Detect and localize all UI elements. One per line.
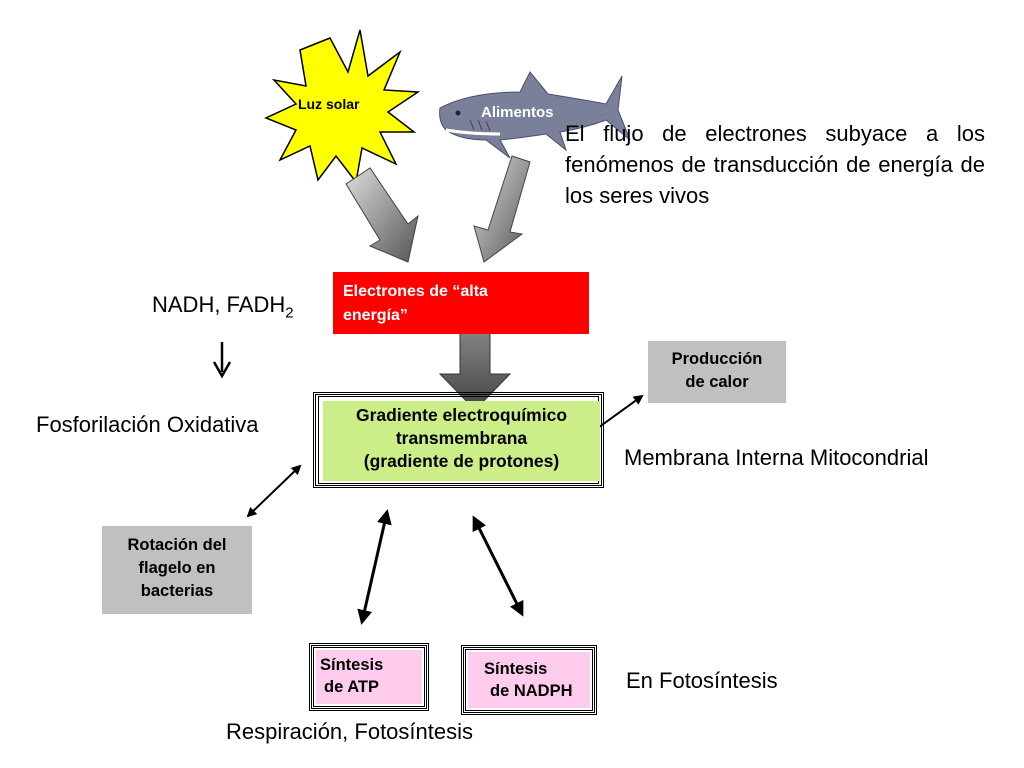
membrane-label: Membrana Interna Mitocondrial xyxy=(624,445,929,470)
heat-box-line2: de calor xyxy=(685,373,749,391)
gradient-box-line1: Gradiente electroquímico xyxy=(355,405,568,425)
gradient-box: Gradiente electroquímico transmembrana (… xyxy=(323,401,600,481)
flagellum-box-line1: Rotación del xyxy=(127,536,227,554)
food-to-electrons-arrow xyxy=(473,155,531,263)
heat-box-line1: Producción xyxy=(671,350,763,368)
intro-text: El flujo de electrones subyace a los fen… xyxy=(565,121,985,208)
atp-box-line1: Síntesis xyxy=(320,656,384,674)
sun-label: Luz solar xyxy=(298,96,360,112)
gradient-frame-outer xyxy=(313,392,604,488)
oxidative-label: Fosforilación Oxidativa xyxy=(36,412,259,437)
flagellum-box-line2: flagelo en xyxy=(138,559,216,577)
sun-starburst-icon xyxy=(264,29,421,184)
nadph-frame-outer xyxy=(461,645,597,715)
nadh-text: NADH, FADH xyxy=(152,292,286,317)
nadph-box: Síntesis de NADPH xyxy=(468,652,590,708)
nadph-box-line1: Síntesis xyxy=(484,660,548,678)
atp-box: Síntesis de ATP xyxy=(316,650,422,704)
nadh-subscript: 2 xyxy=(285,304,294,322)
atp-frame-outer xyxy=(309,643,429,711)
nadph-frame-inner xyxy=(465,649,593,711)
sun-to-electrons-arrow xyxy=(345,167,419,263)
gradient-flagellum-arrow xyxy=(246,464,302,518)
food-label: Alimentos xyxy=(481,104,554,121)
electrons-box-line2: energía” xyxy=(343,307,408,324)
respiration-label: Respiración, Fotosíntesis xyxy=(226,719,473,744)
nadh-down-arrow xyxy=(212,342,232,379)
atp-box-line2: de ATP xyxy=(324,678,380,696)
atp-frame-inner xyxy=(313,647,425,707)
photosynthesis-label: En Fotosíntesis xyxy=(626,668,778,693)
gradient-nadph-arrow xyxy=(472,515,524,617)
shark-icon xyxy=(439,71,631,159)
flagellum-box: Rotación del flagelo en bacterias xyxy=(102,526,252,614)
nadh-label: NADH, FADH2 xyxy=(152,290,294,328)
electrons-box: Electrones de “alta energía” xyxy=(333,272,589,334)
gradient-atp-arrow xyxy=(357,509,392,625)
flagellum-box-line3: bacterias xyxy=(140,582,214,600)
nadph-box-line2: de NADPH xyxy=(490,682,573,700)
electrons-box-line1: Electrones de “alta xyxy=(343,283,488,300)
gradient-box-line2: transmembrana xyxy=(395,428,528,448)
gradient-box-line3: (gradiente de protones) xyxy=(363,451,560,471)
heat-box: Producción de calor xyxy=(648,341,786,403)
